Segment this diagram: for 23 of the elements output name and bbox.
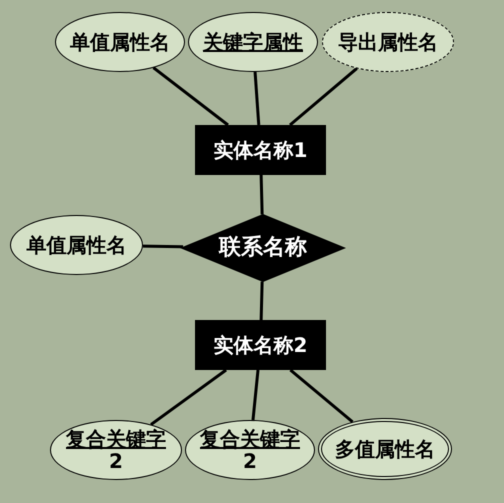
attribute-name: 多值属性名 xyxy=(335,438,435,460)
entity-box xyxy=(195,320,326,370)
entity-box xyxy=(195,125,326,175)
connector-line xyxy=(260,282,264,320)
attribute-name: 单值属性名 xyxy=(70,31,170,53)
attribute-name: 复合关键字 xyxy=(66,428,166,450)
attribute-name: 单值属性名 xyxy=(26,234,126,256)
connector-line xyxy=(260,174,264,214)
attribute-name: 复合关键字 xyxy=(200,428,300,450)
attribute-name: 导出属性名 xyxy=(338,31,438,53)
relationship-name: 联系名称 xyxy=(219,236,307,260)
connector-line xyxy=(152,66,229,126)
entity-name: 实体名称2 xyxy=(214,334,308,356)
connector-line xyxy=(252,370,260,420)
entity-name: 实体名称1 xyxy=(214,139,308,161)
connector-line xyxy=(142,244,184,248)
attribute-name: 2 xyxy=(243,450,257,472)
connector-line xyxy=(254,72,260,126)
relationship-diamond xyxy=(180,214,346,282)
connector-line xyxy=(289,67,358,126)
attribute-name: 2 xyxy=(109,450,123,472)
attribute-name: 关键字属性 xyxy=(203,31,303,53)
connector-line xyxy=(150,368,227,426)
